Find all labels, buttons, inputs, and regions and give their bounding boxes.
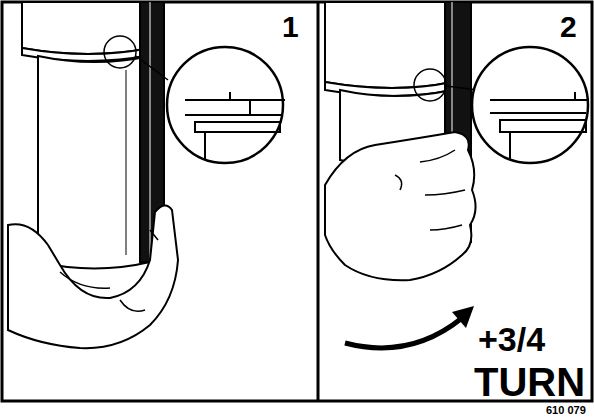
rotation-arrow: [345, 318, 462, 348]
arrow-head: [452, 306, 474, 328]
frame: [2, 2, 592, 401]
turn-text: TURN: [474, 362, 585, 402]
hand-2-detail: [395, 150, 465, 230]
detail-magnifier-1: [104, 36, 285, 163]
detail-magnifier-2: [414, 47, 588, 163]
panel-divider: [317, 2, 320, 401]
strut-1: [22, 2, 164, 269]
step-number: 1: [282, 12, 299, 42]
hand-1: [8, 205, 178, 348]
turn-amount: +3/4: [478, 322, 545, 356]
hand-1-detail: [60, 230, 158, 311]
hand-2: [325, 132, 476, 280]
step-number: 2: [560, 12, 577, 42]
figure-number: 610 079: [546, 405, 586, 416]
